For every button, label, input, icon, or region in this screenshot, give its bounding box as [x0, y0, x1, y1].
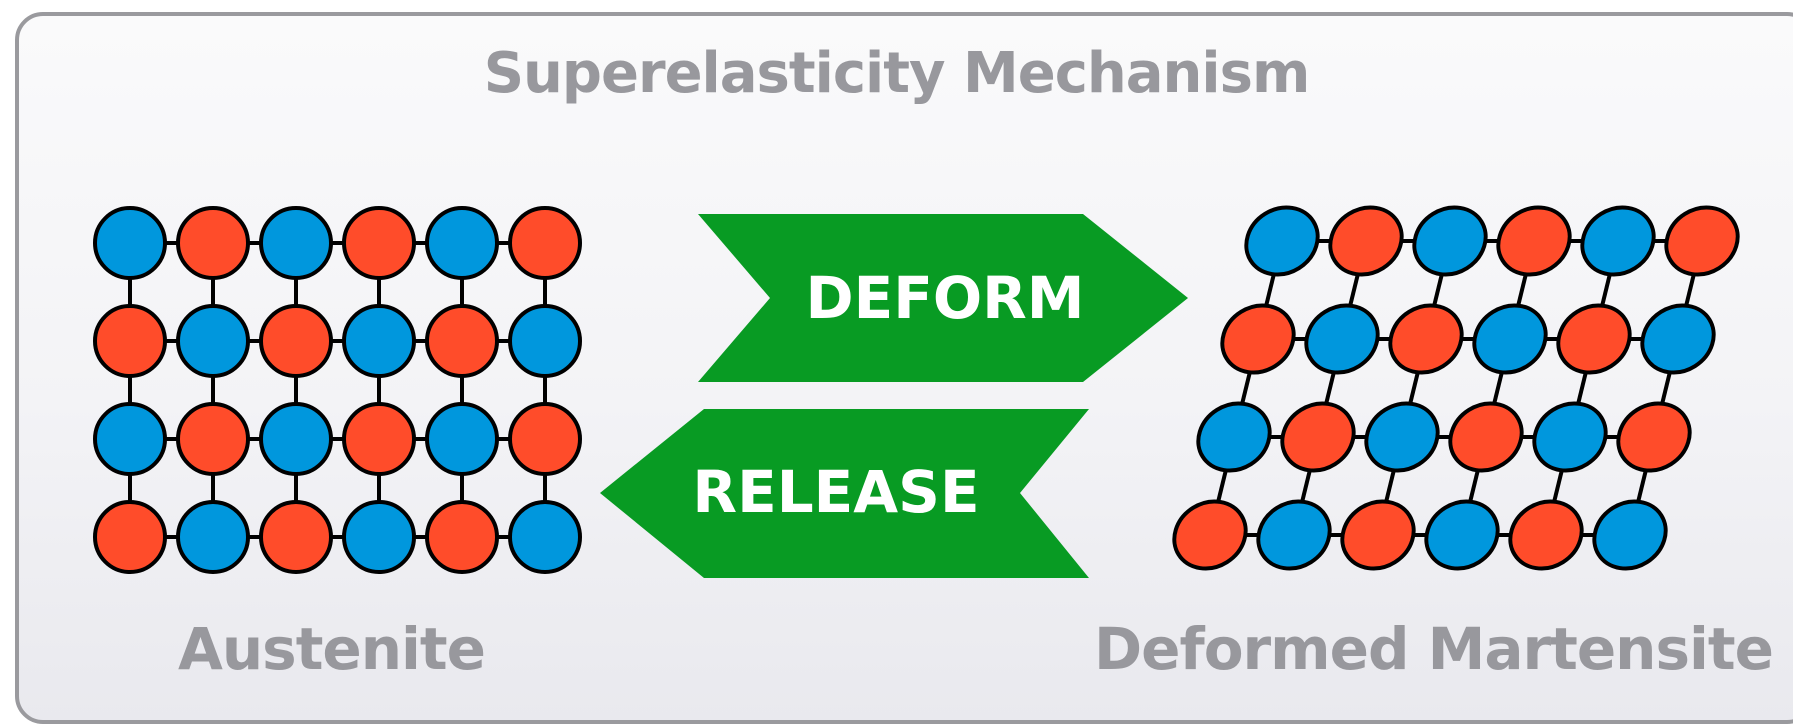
austenite-lattice — [93, 206, 582, 574]
blue-atom — [1256, 499, 1332, 571]
blue-atom — [1580, 205, 1656, 277]
release-arrow: RELEASE — [600, 409, 1089, 578]
blue-atom — [342, 304, 416, 378]
blue-atom — [93, 402, 167, 476]
diagram-title: Superelasticity Mechanism — [483, 41, 1311, 106]
red-atom — [508, 206, 582, 280]
red-atom — [1172, 499, 1248, 571]
red-atom — [1448, 401, 1524, 473]
austenite-label: Austenite — [178, 615, 486, 683]
blue-atom — [1364, 401, 1440, 473]
blue-atom — [1244, 205, 1320, 277]
red-atom — [1220, 303, 1296, 375]
red-atom — [1664, 205, 1740, 277]
blue-atom — [93, 206, 167, 280]
red-atom — [93, 304, 167, 378]
blue-atom — [425, 206, 499, 280]
red-atom — [508, 402, 582, 476]
blue-atom — [1424, 499, 1500, 571]
blue-atom — [1304, 303, 1380, 375]
blue-atom — [259, 206, 333, 280]
deformed-martensite-label: Deformed Martensite — [1094, 615, 1774, 683]
red-atom — [1556, 303, 1632, 375]
red-atom — [342, 206, 416, 280]
deform-arrow-shape — [698, 214, 1188, 382]
blue-atom — [1592, 499, 1668, 571]
red-atom — [1496, 205, 1572, 277]
blue-atom — [1196, 401, 1272, 473]
blue-atom — [259, 402, 333, 476]
blue-atom — [176, 304, 250, 378]
red-atom — [1340, 499, 1416, 571]
red-atom — [342, 402, 416, 476]
blue-atom — [342, 500, 416, 574]
red-atom — [425, 500, 499, 574]
red-atom — [259, 304, 333, 378]
blue-atom — [1640, 303, 1716, 375]
release-arrow-shape — [600, 409, 1089, 578]
blue-atom — [1472, 303, 1548, 375]
red-atom — [1388, 303, 1464, 375]
release-arrow-label: RELEASE — [692, 458, 979, 526]
blue-atom — [1412, 205, 1488, 277]
blue-atom — [508, 500, 582, 574]
martensite-lattice — [1172, 205, 1740, 571]
blue-atom — [508, 304, 582, 378]
red-atom — [93, 500, 167, 574]
blue-atom — [176, 500, 250, 574]
blue-atom — [425, 402, 499, 476]
red-atom — [259, 500, 333, 574]
deform-arrow-label: DEFORM — [805, 264, 1084, 332]
red-atom — [176, 206, 250, 280]
red-atom — [1328, 205, 1404, 277]
red-atom — [1508, 499, 1584, 571]
red-atom — [425, 304, 499, 378]
red-atom — [176, 402, 250, 476]
red-atom — [1616, 401, 1692, 473]
blue-atom — [1532, 401, 1608, 473]
red-atom — [1280, 401, 1356, 473]
deform-arrow: DEFORM — [698, 214, 1188, 382]
